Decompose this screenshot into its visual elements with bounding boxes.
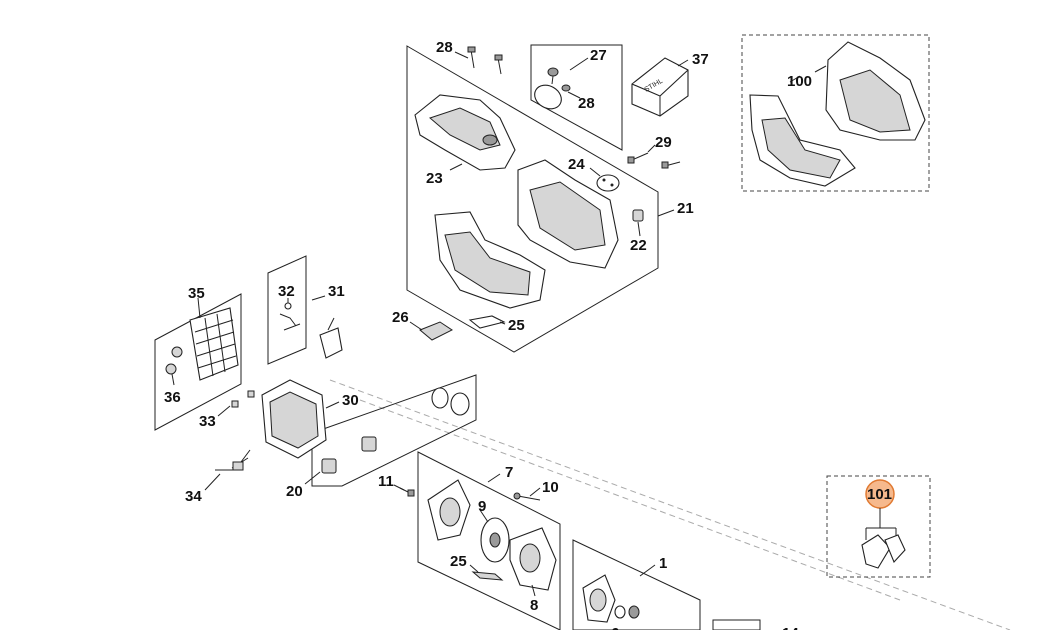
part-label-9: 9: [478, 498, 486, 515]
bracket-101: [861, 479, 906, 569]
group-box-1: [572, 539, 701, 630]
part-label-29: 29: [655, 134, 672, 151]
housing-21: [434, 159, 619, 309]
group-box-31: [267, 255, 307, 365]
part-label-25: 25: [508, 317, 525, 334]
contact-31: [319, 317, 343, 359]
fan-housing-7: [427, 479, 471, 541]
bushing-33: [231, 390, 255, 408]
screw-29: [627, 152, 681, 169]
strip-25-lower: [471, 571, 504, 581]
nut-22: [632, 209, 644, 222]
cover-37: STIHL: [631, 57, 689, 117]
group-box-7: [417, 451, 561, 630]
part-label-8: 8: [530, 597, 538, 614]
compartment-30: [261, 379, 327, 459]
part-label-21: 21: [677, 200, 694, 217]
part-label-30: 30: [342, 392, 359, 409]
part-label-35: 35: [188, 285, 205, 302]
clip-34: [215, 449, 251, 471]
part-label-26: 26: [392, 309, 409, 326]
leader-lines: [171, 51, 897, 597]
pin-10: [513, 492, 541, 501]
part-label-10: 10: [542, 479, 559, 496]
part-label-36: 36: [164, 389, 181, 406]
grille-35: [189, 307, 239, 381]
screw-28: [467, 46, 503, 75]
part-label-25: 25: [450, 553, 467, 570]
group-box-21: [406, 45, 659, 353]
part-label-28: 28: [578, 95, 595, 112]
part-label-22: 22: [630, 237, 647, 254]
group-box-20: [311, 374, 477, 487]
assembly-axis-line: [329, 379, 1011, 630]
handle-shell-23: [414, 94, 516, 171]
group-box-35: [154, 293, 242, 431]
part-label-7: 7: [505, 464, 513, 481]
clip-26: [419, 321, 453, 341]
group-box-14: [712, 619, 761, 630]
part-label-6: 6: [611, 625, 619, 630]
motor-1: [582, 574, 640, 623]
part-label-11: 11: [378, 473, 394, 490]
part-label-1: 1: [659, 555, 667, 572]
part-label-28: 28: [436, 39, 453, 56]
gasket-24: [596, 174, 620, 192]
group-box-100: [741, 34, 930, 192]
part-label-37: 37: [692, 51, 709, 68]
spring-32: [279, 302, 301, 331]
block-20: [321, 436, 377, 474]
part-label-32: 32: [278, 283, 295, 300]
part-label-20: 20: [286, 483, 303, 500]
cap-27: [534, 67, 571, 110]
part-label-27: 27: [590, 47, 607, 64]
cover-8: [509, 527, 557, 591]
strip-25: [468, 315, 506, 329]
part-label-34: 34: [185, 488, 202, 505]
part-label-31: 31: [328, 283, 345, 300]
group-box-27: [530, 44, 623, 151]
fan-9: [480, 517, 510, 563]
group-box-101: [826, 475, 931, 578]
housing-100: [749, 41, 926, 187]
part-label-24: 24: [568, 156, 585, 173]
part-label-23: 23: [426, 170, 443, 187]
part-label-33: 33: [199, 413, 216, 430]
screw-36: [165, 346, 183, 375]
part-label-14: 14: [782, 625, 799, 630]
ring: [431, 387, 470, 416]
part-label-100: 100: [787, 73, 812, 90]
part-label-101: 101: [867, 486, 892, 503]
